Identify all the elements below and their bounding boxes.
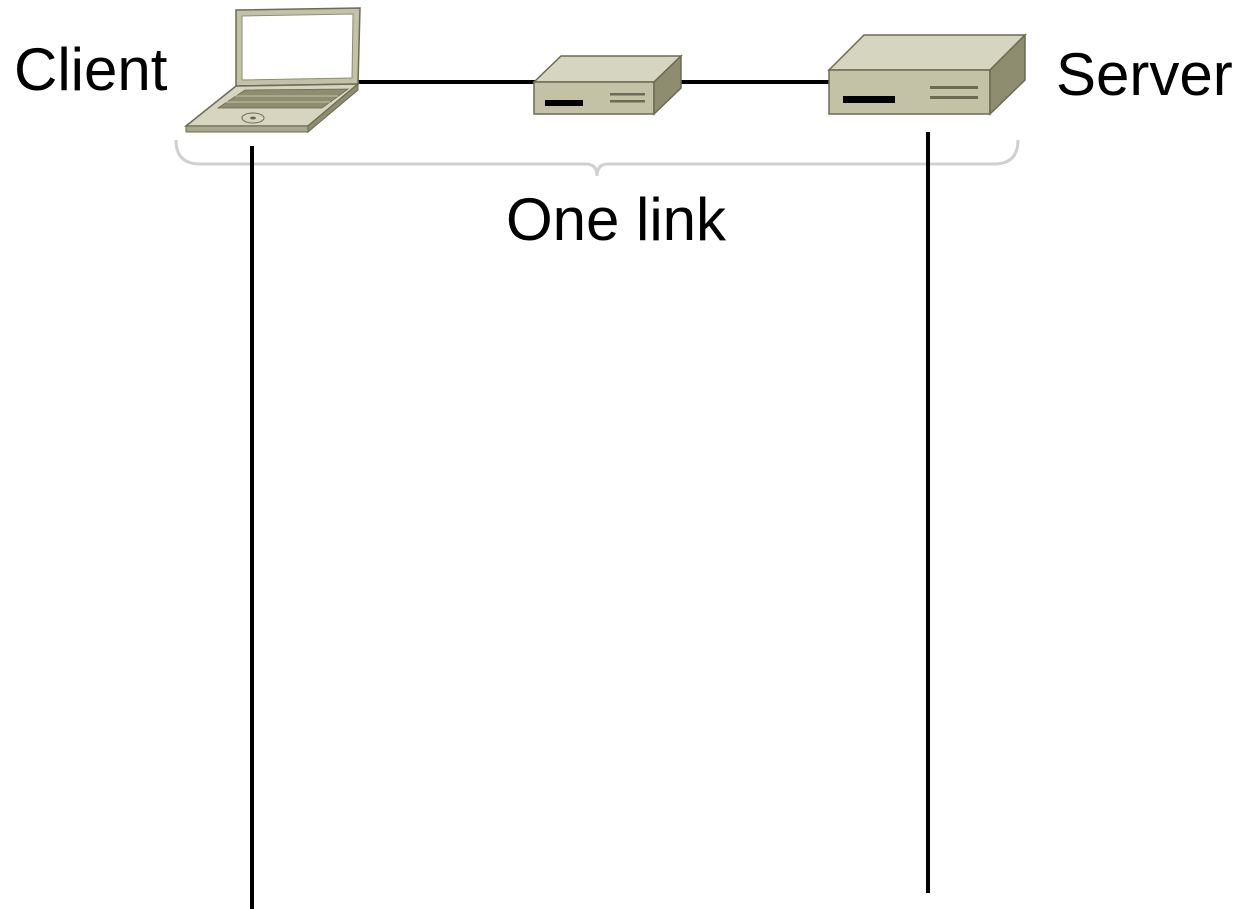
router-icon — [532, 54, 683, 116]
link-label: One link — [506, 186, 727, 253]
link-brace — [174, 139, 1020, 177]
laptop-icon — [183, 7, 361, 134]
client-label: Client — [14, 36, 168, 103]
server-label: Server — [1056, 41, 1233, 108]
server-icon — [827, 33, 1027, 116]
